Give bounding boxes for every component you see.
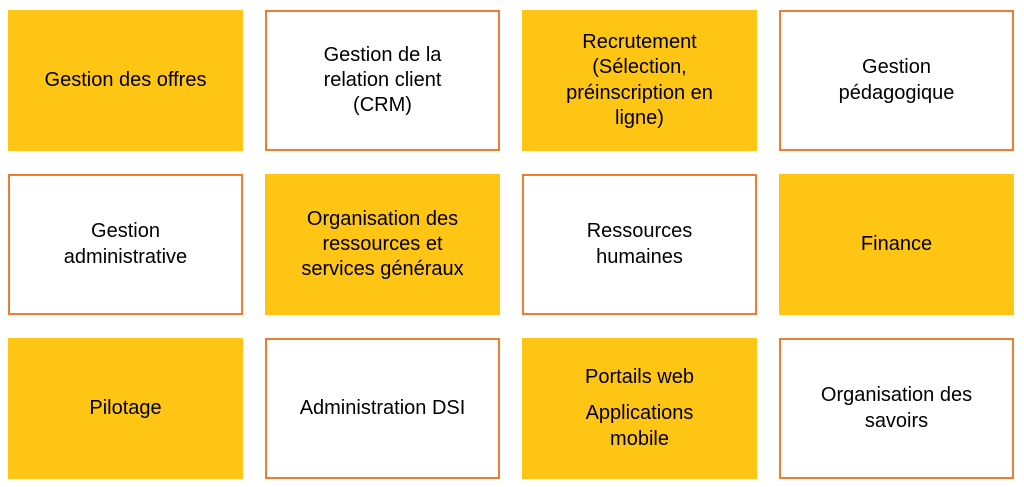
card-label-second: Applications mobile [585,402,694,450]
card-recrutement: Recrutement (Sélection, préinscription e… [522,10,757,151]
card-gestion-des-offres: Gestion des offres [8,10,243,151]
card-label: Gestion de la relation client (CRM) [323,43,442,117]
card-administration-dsi: Administration DSI [265,338,500,479]
card-organisation-des-savoirs: Organisation des savoirs [779,338,1014,479]
card-label: Organisation des ressources et services … [301,207,464,281]
card-label: Organisation des savoirs [820,384,973,432]
card-gestion-pedagogique: Gestion pédagogique [779,10,1014,151]
card-organisation-ressources-services-generaux: Organisation des ressources et services … [265,174,500,315]
card-ressources-humaines: Ressources humaines [522,174,757,315]
card-gestion-administrative: Gestion administrative [8,174,243,315]
card-gestion-relation-client-crm: Gestion de la relation client (CRM) [265,10,500,151]
card-pilotage: Pilotage [8,338,243,479]
card-label: Pilotage [89,396,162,419]
card-label: Finance [860,232,933,255]
card-label: Gestion des offres [44,68,207,91]
card-finance: Finance [779,174,1014,315]
card-label: Gestion administrative [63,220,188,268]
card-label: Administration DSI [299,396,466,419]
card-label: Gestion pédagogique [838,56,955,104]
card-label: Ressources humaines [586,220,693,268]
card-label: Portails web [585,366,694,389]
card-label: Recrutement (Sélection, préinscription e… [566,31,713,129]
card-portails-web-applications-mobile: Portails web Applications mobile [522,338,757,479]
